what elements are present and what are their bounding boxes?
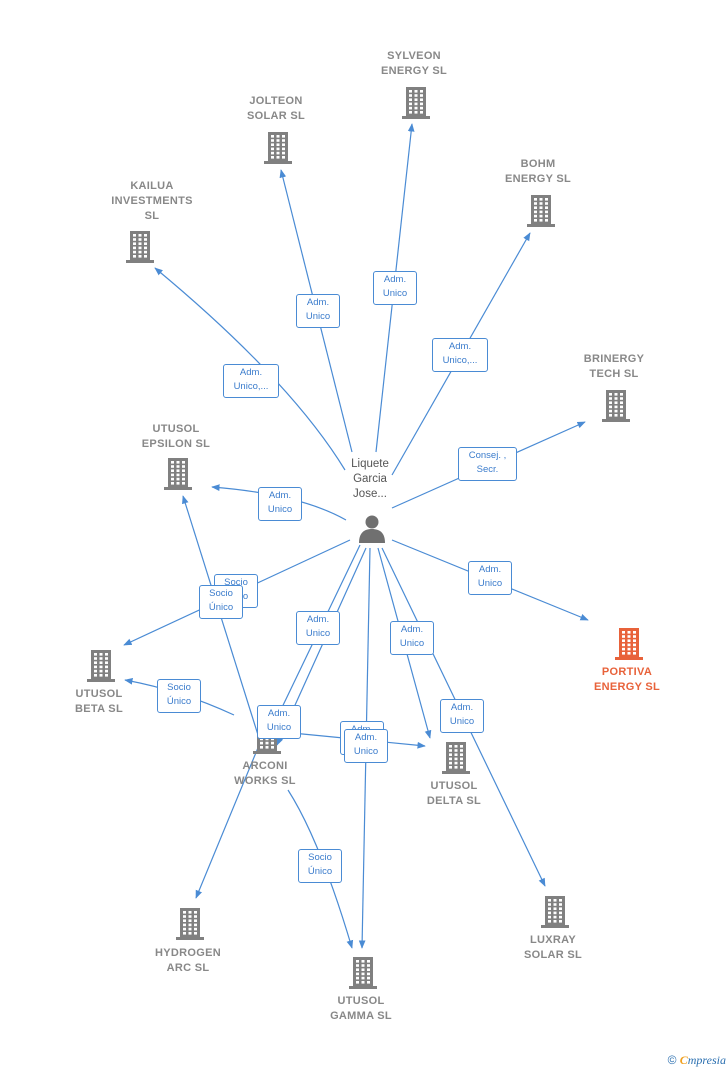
role-label[interactable]: Consej. , Secr. xyxy=(458,447,517,481)
role-label[interactable]: Adm. Unico,... xyxy=(223,364,279,398)
role-label[interactable]: Adm. Unico xyxy=(296,294,340,328)
company-name-line: GAMMA SL xyxy=(330,1010,392,1022)
edge-arconi-hydrogen xyxy=(195,737,263,899)
company-name-line: BRINERGY xyxy=(583,353,645,365)
epsilon-building-icon[interactable] xyxy=(164,456,192,490)
company-name-line: SOLAR SL xyxy=(523,949,582,961)
beta-label[interactable]: UTUSOL BETA SL xyxy=(39,687,159,717)
footer-brand: © Cmpresia xyxy=(668,1053,726,1068)
hydrogen-building-icon[interactable] xyxy=(176,906,204,940)
company-name-line: INVESTMENTS xyxy=(111,195,193,207)
role-label[interactable]: Adm. Unico,... xyxy=(432,338,488,372)
jolteon-label[interactable]: JOLTEON SOLAR SL xyxy=(216,94,336,124)
sylveon-label[interactable]: SYLVEON ENERGY SL xyxy=(354,49,474,79)
delta-label[interactable]: UTUSOL DELTA SL xyxy=(394,779,514,809)
company-name-line: BOHM xyxy=(520,158,556,170)
person-icon xyxy=(359,515,385,543)
brinergy-building-icon[interactable] xyxy=(602,388,630,422)
role-label[interactable]: Socio Único xyxy=(199,585,243,619)
hydrogen-label[interactable]: HYDROGEN ARC SL xyxy=(128,946,248,976)
bohm-building-icon[interactable] xyxy=(527,193,555,227)
copyright-icon: © xyxy=(667,1053,677,1067)
role-label[interactable]: Socio Único xyxy=(298,849,342,883)
company-name-line: ARC SL xyxy=(166,962,210,974)
company-name-line: PORTIVA xyxy=(601,666,653,678)
company-name-line: SYLVEON xyxy=(387,50,441,62)
company-name-line: SL xyxy=(144,210,160,222)
brinergy-label[interactable]: BRINERGY TECH SL xyxy=(554,352,674,382)
portiva-building-icon[interactable] xyxy=(615,626,643,660)
person-node[interactable] xyxy=(356,512,388,544)
brand-initial: C xyxy=(679,1053,688,1067)
company-name-line: ARCONI xyxy=(242,760,288,772)
company-name-line: ENERGY SL xyxy=(593,681,661,693)
company-name-line: UTUSOL xyxy=(75,688,123,700)
company-name-line: BETA SL xyxy=(75,703,123,715)
role-label[interactable]: Adm. Unico xyxy=(468,561,512,595)
role-label[interactable]: Adm. Unico xyxy=(440,699,484,733)
company-name-line: ENERGY SL xyxy=(380,65,448,77)
company-name-line: WORKS SL xyxy=(234,775,296,787)
role-label[interactable]: Adm. Unico xyxy=(296,611,340,645)
bohm-label[interactable]: BOHM ENERGY SL xyxy=(478,157,598,187)
role-label[interactable]: Adm. Unico xyxy=(344,729,388,763)
person-name[interactable]: Liquete Garcia Jose... xyxy=(351,458,389,500)
company-name-line: JOLTEON xyxy=(249,95,303,107)
kailua-building-icon[interactable] xyxy=(126,229,154,263)
role-label[interactable]: Adm. Unico xyxy=(257,705,301,739)
role-label[interactable]: Adm. Unico xyxy=(390,621,434,655)
gamma-building-icon[interactable] xyxy=(349,955,377,989)
epsilon-label[interactable]: UTUSOL EPSILON SL xyxy=(116,422,236,452)
company-name-line: UTUSOL xyxy=(152,423,200,435)
kailua-label[interactable]: KAILUA INVESTMENTS SL xyxy=(92,179,212,224)
role-label[interactable]: Adm. Unico xyxy=(258,487,302,521)
luxray-building-icon[interactable] xyxy=(541,894,569,928)
company-name-line: EPSILON SL xyxy=(141,438,211,450)
company-name-line: TECH SL xyxy=(589,368,639,380)
company-name-line: LUXRAY xyxy=(529,934,576,946)
company-name-line: ENERGY SL xyxy=(504,173,572,185)
arconi-label[interactable]: ARCONI WORKS SL xyxy=(205,759,325,789)
company-name-line: HYDROGEN xyxy=(155,947,221,959)
brand-name: mpresia xyxy=(687,1053,726,1067)
company-name-line: DELTA SL xyxy=(426,795,482,807)
luxray-label[interactable]: LUXRAY SOLAR SL xyxy=(493,933,613,963)
sylveon-building-icon[interactable] xyxy=(402,85,430,119)
company-name-line: UTUSOL xyxy=(430,780,478,792)
role-label[interactable]: Adm. Unico xyxy=(373,271,417,305)
role-label[interactable]: Socio Único xyxy=(157,679,201,713)
beta-building-icon[interactable] xyxy=(87,648,115,682)
company-name-line: KAILUA xyxy=(130,180,174,192)
delta-building-icon[interactable] xyxy=(442,740,470,774)
company-name-line: UTUSOL xyxy=(337,995,385,1007)
gamma-label[interactable]: UTUSOL GAMMA SL xyxy=(301,994,421,1024)
company-name-line: SOLAR SL xyxy=(246,110,305,122)
jolteon-building-icon[interactable] xyxy=(264,130,292,164)
portiva-label[interactable]: PORTIVA ENERGY SL xyxy=(567,665,687,695)
